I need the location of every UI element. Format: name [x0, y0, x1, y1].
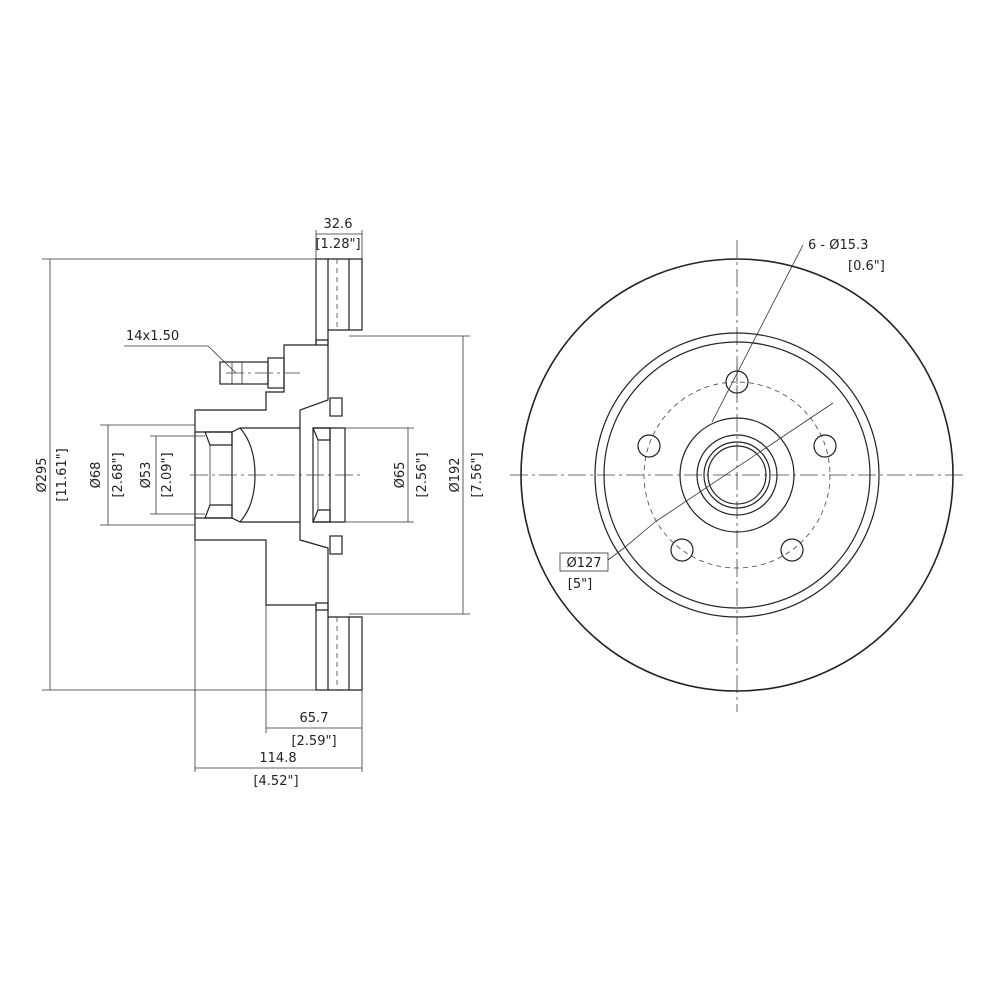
- hub-outer: [679, 417, 795, 533]
- outer-race-top: [312, 427, 331, 441]
- dim-width-top-in: [1.28"]: [315, 237, 360, 252]
- rotor-ring-bottom-outer: [348, 616, 363, 691]
- bore-outer: [703, 441, 771, 509]
- inner-race-top: [204, 431, 233, 446]
- dim-bolt-circle-in: [5"]: [568, 577, 592, 592]
- bolt-hole: [637, 434, 661, 458]
- hub-body-bottom: [194, 517, 329, 611]
- dim-overall-height-mm: 114.8: [259, 751, 296, 766]
- front-view: [510, 240, 965, 712]
- dim-hat-dia-in: [7.56"]: [470, 452, 485, 497]
- bolt-hole: [670, 538, 694, 562]
- rotor-outer-edge: [520, 258, 954, 692]
- thread-callout: 14x1.50: [126, 329, 179, 344]
- dim-bore-68-in: [2.68"]: [111, 452, 126, 497]
- dim-bolt-holes-mm: 6 - Ø15.3: [808, 238, 868, 253]
- dim-outer-dia-mm: Ø295: [35, 457, 50, 492]
- dim-hat-dia-mm: Ø192: [448, 457, 463, 492]
- dim-hub-height-in: [2.59"]: [291, 734, 336, 749]
- front-dimensions: 6 - Ø15.3 [0.6"] Ø127 [5"]: [559, 238, 885, 592]
- dim-bore-68-mm: Ø68: [89, 462, 104, 489]
- dim-bolt-holes-in: [0.6"]: [848, 259, 885, 274]
- outer-race-bottom: [312, 509, 331, 523]
- wheel-stud: [219, 357, 300, 389]
- bolt-circle: [643, 381, 831, 569]
- insert-bottom: [329, 535, 343, 555]
- bolt-hole: [813, 434, 837, 458]
- inner-race-bottom: [204, 504, 233, 519]
- hub-face: [696, 434, 778, 516]
- section-dimensions: 32.6 [1.28"] 14x1.50 Ø295 [11.61"] Ø68 […: [35, 217, 485, 789]
- bore-inner: [707, 445, 767, 505]
- rotor-ring-bottom: [315, 602, 329, 691]
- bolt-hole: [780, 538, 804, 562]
- dim-bore-65-mm: Ø65: [393, 462, 408, 489]
- dim-bore-53-mm: Ø53: [139, 462, 154, 489]
- hub-body-top: [194, 339, 329, 433]
- dim-bolt-circle-mm: Ø127: [566, 556, 601, 571]
- dim-hub-height-mm: 65.7: [300, 711, 329, 726]
- section-view: [190, 258, 363, 691]
- dim-width-top-mm: 32.6: [324, 217, 353, 232]
- friction-inner-edge: [594, 332, 880, 618]
- dim-outer-dia-in: [11.61"]: [55, 448, 70, 501]
- dim-overall-height-in: [4.52"]: [253, 774, 298, 789]
- dim-bore-65-in: [2.56"]: [415, 452, 430, 497]
- rotor-ring-top-outer: [348, 258, 363, 331]
- hat-edge: [603, 341, 871, 609]
- insert-top: [329, 397, 343, 417]
- rotor-ring-top: [315, 258, 329, 346]
- dim-bore-53-in: [2.09"]: [160, 452, 175, 497]
